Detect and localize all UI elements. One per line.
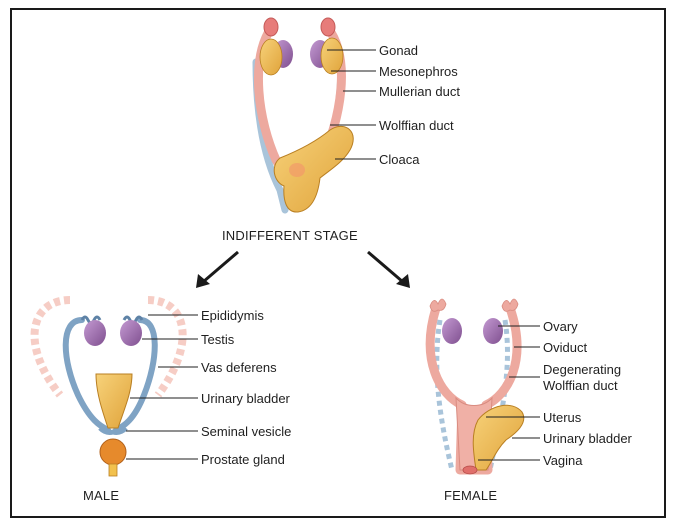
label-wolffian-duct: Wolffian duct: [379, 118, 454, 133]
label-epididymis: Epididymis: [201, 308, 264, 323]
label-oviduct: Oviduct: [543, 340, 587, 355]
female-illustration: [430, 299, 524, 474]
cloaca-shape: [274, 126, 353, 212]
label-uterus: Uterus: [543, 410, 582, 425]
male-testis-left: [84, 320, 106, 346]
male-prostate-gland: [100, 439, 126, 465]
label-ovary: Ovary: [543, 319, 578, 334]
label-indifferent-stage: INDIFFERENT STAGE: [222, 228, 358, 243]
male-urethra: [109, 464, 117, 476]
label-vagina: Vagina: [543, 453, 583, 468]
indifferent-gonad-left: [260, 39, 282, 75]
male-seminal-vesicle: [100, 428, 126, 433]
female-fimbria-left: [430, 299, 446, 311]
female-vagina: [463, 466, 477, 474]
label-gonad: Gonad: [379, 43, 418, 58]
arrow-to-male: [203, 252, 238, 282]
label-male-urinary-bladder: Urinary bladder: [201, 391, 291, 406]
indifferent-stage-illustration: [256, 18, 353, 212]
female-ovary-right: [483, 318, 503, 344]
label-degenerating: Degenerating: [543, 362, 621, 377]
female-fimbria-right: [502, 299, 518, 311]
label-seminal-vesicle: Seminal vesicle: [201, 424, 291, 439]
label-mesonephros: Mesonephros: [379, 64, 458, 79]
label-female-urinary-bladder: Urinary bladder: [543, 431, 633, 446]
male-illustration: [35, 300, 183, 476]
label-vas-deferens: Vas deferens: [201, 360, 277, 375]
arrows: [196, 252, 410, 288]
label-cloaca: Cloaca: [379, 152, 420, 167]
arrow-to-female: [368, 252, 403, 282]
label-male-stage: MALE: [83, 488, 119, 503]
label-testis: Testis: [201, 332, 235, 347]
indifferent-gonad-right: [321, 38, 343, 74]
label-wolffian-duct-female: Wolffian duct: [543, 378, 618, 393]
female-ovary-left: [442, 318, 462, 344]
label-prostate-gland: Prostate gland: [201, 452, 285, 467]
male-testis-right: [120, 320, 142, 346]
label-female-stage: FEMALE: [444, 488, 497, 503]
label-mullerian-duct: Mullerian duct: [379, 84, 460, 99]
